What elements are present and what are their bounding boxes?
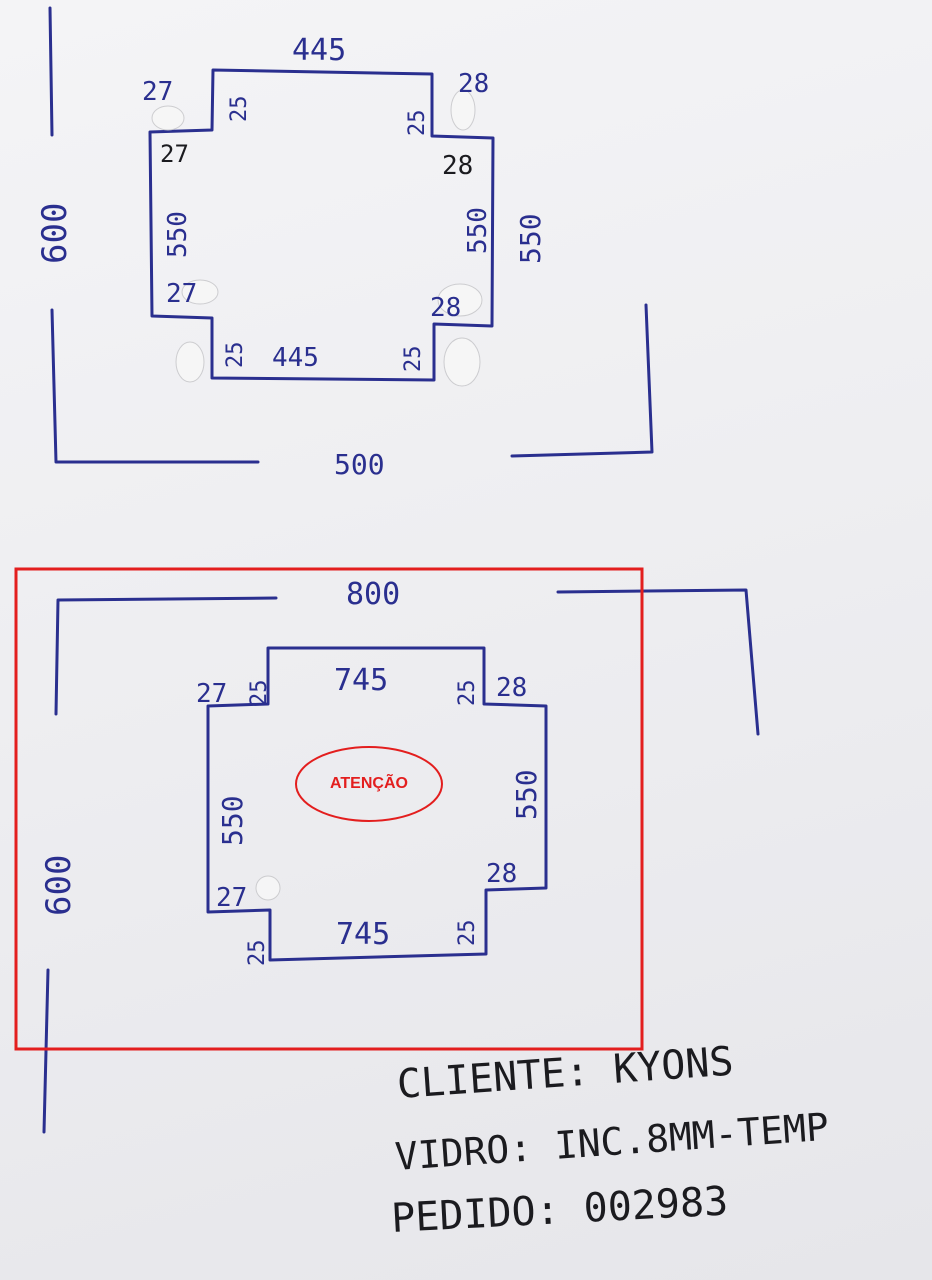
top-height-line-upper <box>48 6 54 137</box>
top-notch-tr-width: 28 <box>458 69 489 99</box>
top-notch-br-width: 28 <box>430 293 461 323</box>
attention-ellipse <box>295 746 443 822</box>
top-bottom-right-bracket <box>510 303 654 458</box>
bottom-glass-outline <box>206 646 548 962</box>
top-right-small-label: 28 <box>442 151 473 181</box>
top-notch-bl-height: 25 <box>223 342 248 369</box>
bottom-top-edge-label: 745 <box>334 663 388 698</box>
bottom-notch-br-width: 28 <box>486 859 517 889</box>
top-notch-bl-width: 27 <box>166 279 197 309</box>
bottom-bottom-edge-label: 745 <box>336 917 390 952</box>
bottom-notch-tr-height: 25 <box>455 680 480 707</box>
top-left-edge-label: 550 <box>163 211 193 258</box>
order-notes: CLIENTE: KYONS VIDRO: INC.8MM-TEMP PEDID… <box>390 1039 830 1242</box>
top-notch-br-height: 25 <box>401 346 426 373</box>
bottom-notch-br-height: 25 <box>455 920 480 947</box>
bottom-overall-width-label: 800 <box>346 577 400 612</box>
bottom-left-edge-label: 550 <box>216 795 249 846</box>
bottom-notch-bl-height: 25 <box>245 940 270 967</box>
top-left-small-label: 27 <box>160 140 189 168</box>
bottom-height-line-lower <box>42 968 50 1134</box>
bottom-notch-bl-width: 27 <box>216 883 247 913</box>
top-notch-tr-height: 25 <box>405 110 430 137</box>
top-top-edge-label: 445 <box>292 33 346 68</box>
bottom-right-edge-label: 550 <box>510 769 543 820</box>
attention-label: ATENÇÃO <box>330 775 408 792</box>
top-bottom-left-bracket <box>50 308 260 464</box>
bottom-drawing: 800 600 745 745 550 550 27 25 28 25 27 2… <box>39 577 760 1134</box>
bottom-top-right-bracket <box>556 588 760 736</box>
top-drawing: 445 445 500 600 550 550 550 27 25 28 25 … <box>35 6 654 481</box>
top-right-outer-label: 550 <box>514 213 547 264</box>
top-overall-width-label: 500 <box>334 448 385 481</box>
glass-line: VIDRO: INC.8MM-TEMP <box>394 1105 831 1179</box>
top-overall-height-label: 600 <box>35 203 75 264</box>
top-bottom-edge-label: 445 <box>272 343 319 373</box>
highlight-box <box>14 567 644 1051</box>
bottom-notch-tr-width: 28 <box>496 673 527 703</box>
top-notch-tl-height: 25 <box>227 96 252 123</box>
bottom-notch-tl-height: 25 <box>247 680 272 707</box>
top-notch-tl-width: 27 <box>142 77 173 107</box>
bottom-overall-height-label: 600 <box>39 855 79 916</box>
order-line: PEDIDO: 002983 <box>390 1178 729 1242</box>
top-right-inner-label: 550 <box>463 207 493 254</box>
bottom-top-left-bracket <box>54 596 278 716</box>
top-glass-outline <box>148 68 495 382</box>
bottom-notch-tl-width: 27 <box>196 679 227 709</box>
